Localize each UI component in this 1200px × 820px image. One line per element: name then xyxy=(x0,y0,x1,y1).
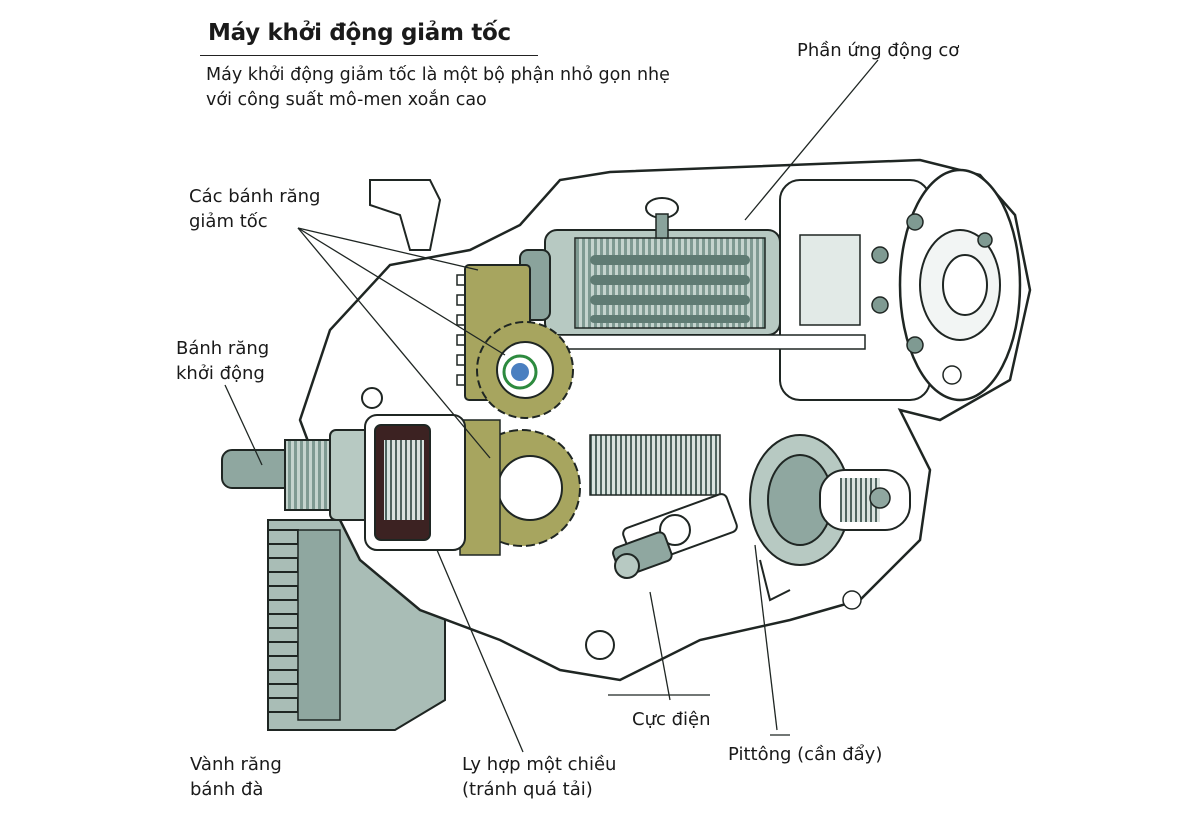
title-underline xyxy=(200,55,538,56)
label-ring-gear-line-2: bánh đà xyxy=(190,779,264,800)
subtitle-line-1: Máy khởi động giảm tốc là một bộ phận nh… xyxy=(206,65,670,85)
label-plunger: Pittông (cần đẩy) xyxy=(728,744,883,765)
label-pinion-line-2: khởi động xyxy=(176,363,265,384)
label-armature: Phần ứng động cơ xyxy=(797,40,960,61)
label-reduction-gears-line-2: giảm tốc xyxy=(189,211,268,232)
reduction-gears xyxy=(456,264,581,556)
label-ring-gear: Vành răng bánh đà xyxy=(190,752,282,802)
terminal-bolt xyxy=(612,493,738,579)
subtitle-line-2: với công suất mô-men xoắn cao xyxy=(206,90,487,110)
label-pinion: Bánh răng khởi động xyxy=(176,336,269,386)
armature xyxy=(519,168,1022,402)
label-ring-gear-line-1: Vành răng xyxy=(190,754,282,775)
label-reduction-gears: Các bánh răng giảm tốc xyxy=(189,184,320,234)
starter-pinion xyxy=(221,429,371,521)
label-clutch-line-1: Ly hợp một chiều xyxy=(462,754,617,775)
label-pinion-line-1: Bánh răng xyxy=(176,338,270,359)
label-clutch-line-2: (tránh quá tải) xyxy=(462,779,593,800)
solenoid xyxy=(589,434,911,610)
one-way-clutch xyxy=(364,414,466,551)
label-terminal: Cực điện xyxy=(632,709,711,730)
diagram-subtitle: Máy khởi động giảm tốc là một bộ phận nh… xyxy=(206,63,726,113)
label-reduction-gears-line-1: Các bánh răng xyxy=(189,186,321,207)
leader-lines xyxy=(224,59,879,753)
diagram-title: Máy khởi động giảm tốc xyxy=(208,20,511,46)
label-clutch: Ly hợp một chiều (tránh quá tải) xyxy=(462,752,616,802)
